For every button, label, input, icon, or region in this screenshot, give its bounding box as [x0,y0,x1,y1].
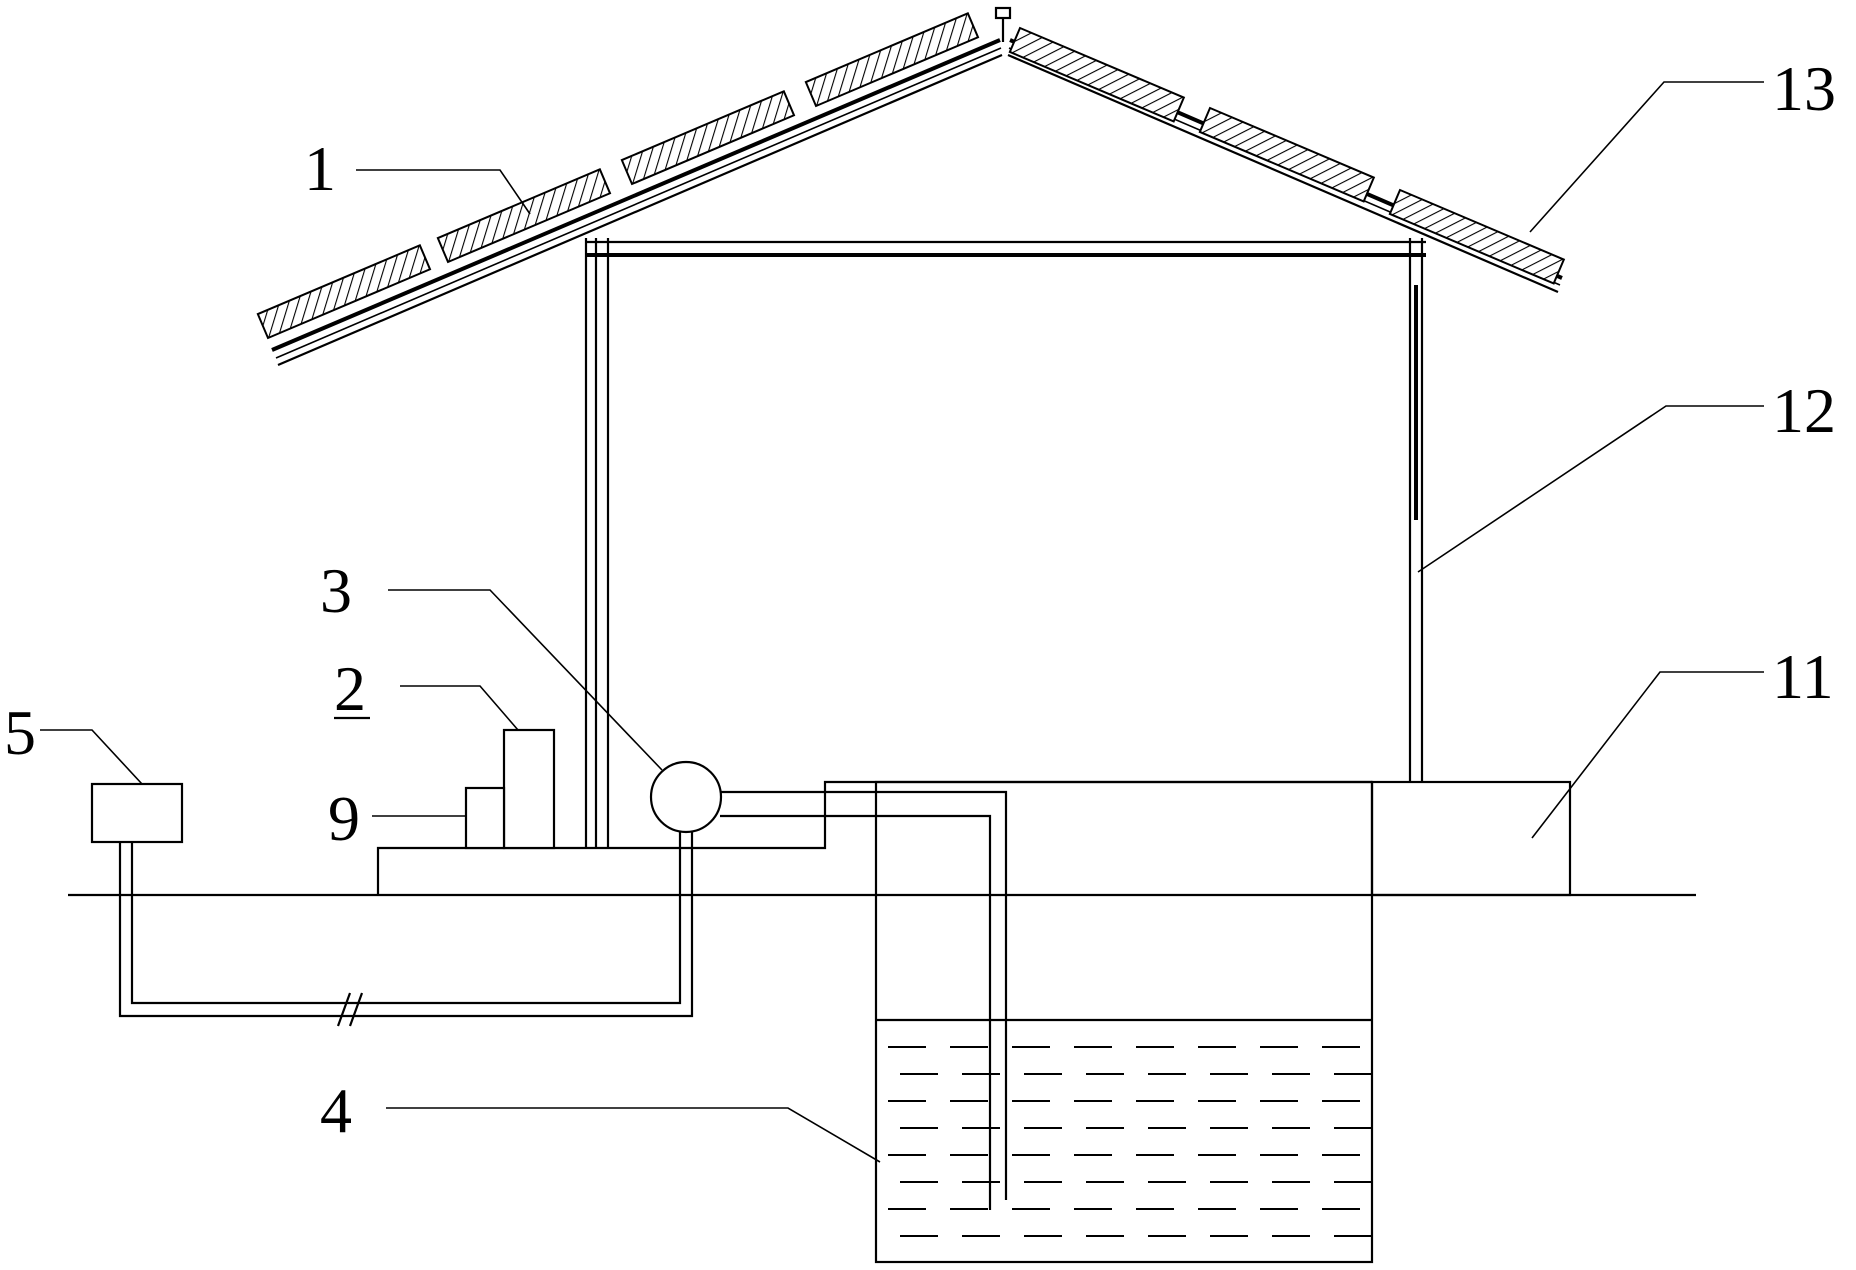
ridge-cap [994,6,1012,42]
label-1: 1 [304,133,336,204]
left-wall [584,238,610,848]
label-3: 3 [320,555,352,626]
label-13: 13 [1772,53,1836,124]
label-9: 9 [328,783,360,854]
label-11: 11 [1772,641,1834,712]
water-surface [888,1046,1372,1237]
control-box-5 [90,782,184,844]
label-2: 2 [334,653,366,724]
water-well [874,780,1374,1264]
solar-panels-left [256,11,980,340]
equipment-2 [502,728,556,850]
leader-lines [40,81,1764,1163]
label-4: 4 [320,1075,352,1146]
foundation-block [1370,780,1572,897]
right-wall-column [1408,238,1424,782]
pipe-to-well [720,790,1008,1210]
pump-3 [649,760,723,834]
label-12: 12 [1772,375,1836,446]
equipment-9 [464,786,506,850]
roof-left [271,38,1003,367]
label-5: 5 [4,697,36,768]
underground-pipe [118,832,694,1027]
ceiling-beam [586,240,1426,257]
solar-panels-right [1008,26,1566,285]
